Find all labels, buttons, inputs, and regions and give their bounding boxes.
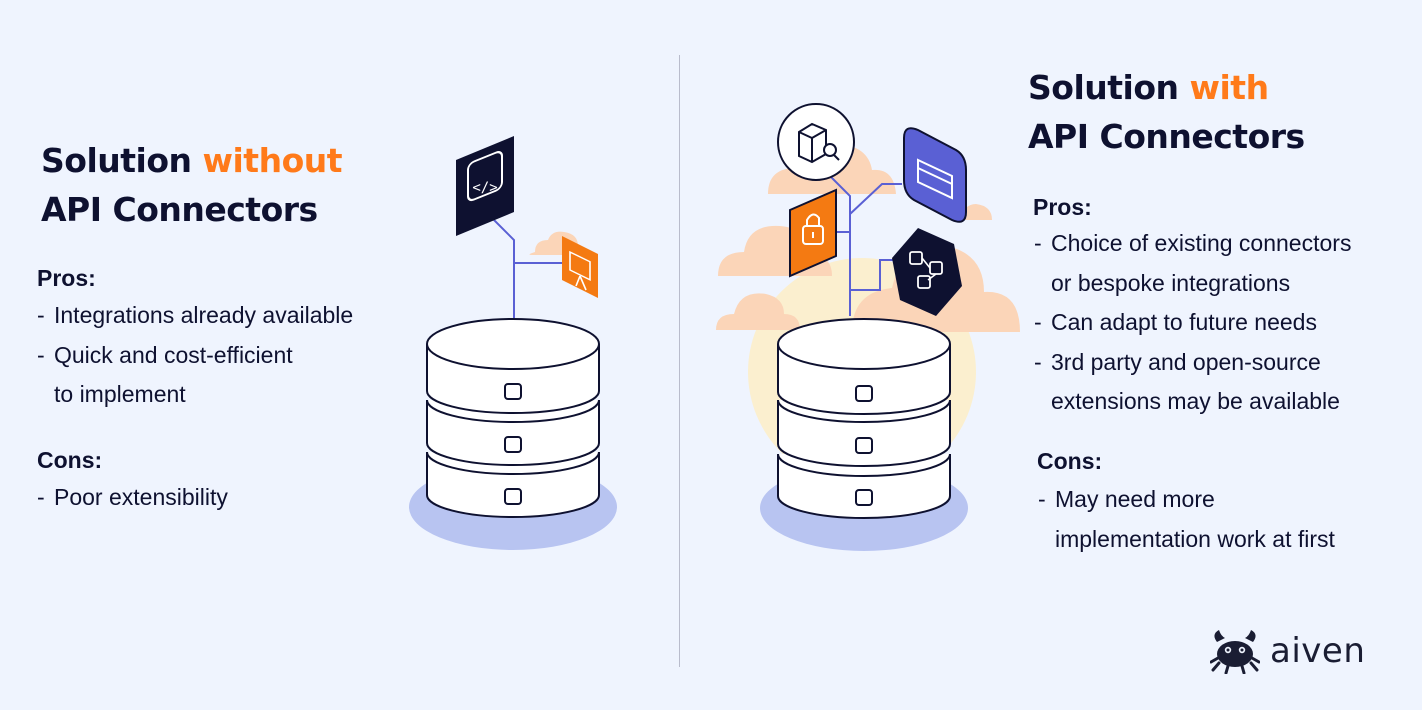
left-cons-item: Poor extensibility	[37, 478, 228, 518]
right-pros-item: Can adapt to future needs	[1034, 303, 1351, 343]
right-title: Solution with API Connectors	[1028, 63, 1305, 161]
left-pros-item: Quick and cost-efficient to implement	[37, 336, 353, 415]
right-scene	[716, 143, 1020, 551]
right-pros-item: 3rd party and open-source extensions may …	[1034, 343, 1351, 422]
right-cons-item-line: implementation work at first	[1055, 525, 1335, 552]
right-pros-item-line: Can adapt to future needs	[1051, 309, 1317, 335]
right-title-line2: API Connectors	[1028, 117, 1305, 156]
left-title-line2: API Connectors	[41, 190, 318, 229]
right-cons-label: Cons:	[1037, 448, 1103, 474]
left-cons-item-line: Poor extensibility	[54, 484, 228, 510]
right-pros-item: Choice of existing connectors or bespoke …	[1034, 224, 1351, 303]
right-pros-item-line: or bespoke integrations	[1051, 269, 1291, 296]
right-cons-item-line: May need more	[1055, 486, 1215, 512]
right-pros-label: Pros:	[1033, 194, 1092, 220]
left-title: Solution without API Connectors	[41, 136, 343, 234]
presentation-icon	[562, 236, 598, 298]
left-pros-item-line: Integrations already available	[54, 302, 354, 328]
left-database-icon	[409, 213, 617, 550]
code-icon: </>	[456, 136, 514, 236]
right-pros-item-line: 3rd party and open-source	[1051, 348, 1321, 375]
svg-text:</>: </>	[472, 180, 497, 196]
network-icon	[892, 228, 962, 316]
box-search-icon	[777, 103, 855, 181]
left-pros-item-line: to implement	[54, 381, 186, 407]
right-cons-list: May need more implementation work at firs…	[1038, 480, 1335, 559]
crab-logo-icon	[1210, 630, 1260, 674]
right-clouds	[716, 143, 1020, 332]
aiven-logo: aiven	[1210, 628, 1365, 674]
left-pros-list: Integrations already availableQuick and …	[37, 296, 353, 415]
left-pros-item: Integrations already available	[37, 296, 353, 336]
lock-icon	[789, 188, 837, 278]
left-pros-item-line: Quick and cost-efficient	[54, 341, 293, 368]
left-cons-list: Poor extensibility	[37, 478, 228, 518]
left-pros-label: Pros:	[37, 265, 96, 291]
right-title-accent: with	[1189, 68, 1270, 107]
right-pros-item-line: extensions may be available	[1051, 388, 1340, 414]
right-pros-list: Choice of existing connectors or bespoke …	[1034, 224, 1351, 422]
card-icon	[903, 127, 967, 223]
left-cons-label: Cons:	[37, 447, 103, 473]
left-title-accent: without	[202, 141, 343, 180]
right-cons-item: May need more implementation work at firs…	[1038, 480, 1335, 559]
right-pros-item-line: Choice of existing connectors	[1051, 230, 1352, 256]
center-divider	[679, 55, 680, 667]
logo-text: aiven	[1270, 631, 1366, 671]
left-title-prefix: Solution	[41, 141, 192, 180]
right-title-prefix: Solution	[1028, 68, 1179, 107]
